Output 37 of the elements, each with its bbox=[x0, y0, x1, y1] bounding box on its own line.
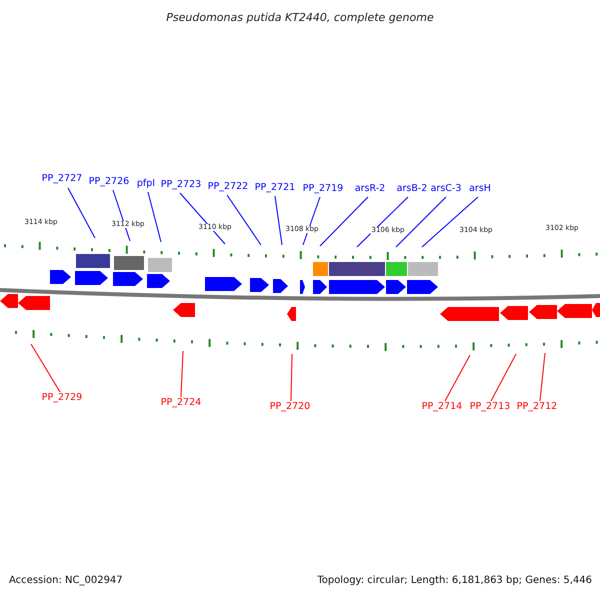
gene-label: PP_2719 bbox=[302, 184, 344, 194]
gene-label: PP_2726 bbox=[88, 177, 130, 186]
gene-label: PP_2721 bbox=[254, 183, 296, 192]
leader-line bbox=[396, 196, 446, 248]
gene-label: arsC-3 bbox=[430, 184, 462, 194]
leader-line bbox=[68, 188, 96, 238]
leader-line bbox=[540, 352, 546, 402]
leader-line bbox=[180, 192, 226, 244]
leader-line bbox=[112, 190, 130, 242]
title: Pseudomonas putida KT2440, complete genome bbox=[166, 12, 434, 23]
gene-label: arsH bbox=[469, 184, 491, 194]
gene-label: PP_2722 bbox=[208, 182, 248, 192]
leader-line bbox=[274, 196, 282, 246]
gene-label: pfpI bbox=[136, 179, 156, 188]
leader-line bbox=[320, 196, 368, 246]
leader-line bbox=[148, 192, 162, 242]
leader-line bbox=[290, 354, 292, 402]
gene-label: PP_2727 bbox=[42, 174, 82, 184]
gene-label: PP_2713 bbox=[470, 402, 510, 412]
leader-line bbox=[422, 196, 478, 248]
leader-line bbox=[30, 344, 60, 392]
gene-label: PP_2723 bbox=[160, 180, 202, 190]
gene-label: arsR-2 bbox=[354, 184, 386, 194]
gene-label: PP_2724 bbox=[160, 398, 202, 408]
gene-label: PP_2720 bbox=[270, 402, 310, 412]
leader-line bbox=[444, 354, 470, 402]
leader-line bbox=[302, 196, 320, 246]
leader-line bbox=[226, 194, 262, 246]
gene-label: arsB-2 bbox=[396, 184, 428, 194]
gene-label: PP_2729 bbox=[42, 393, 82, 402]
gene-label: PP_2712 bbox=[516, 402, 558, 412]
leader-line bbox=[180, 350, 184, 398]
leader-line bbox=[490, 354, 516, 402]
leader-line bbox=[356, 196, 408, 248]
gene-label: PP_2714 bbox=[422, 402, 462, 412]
footer-text: Topology: circular; Length: 6,181,863 bp; Genes: 5,446 bbox=[317, 576, 592, 586]
footer-text: Accession: NC_002947 bbox=[9, 576, 123, 586]
